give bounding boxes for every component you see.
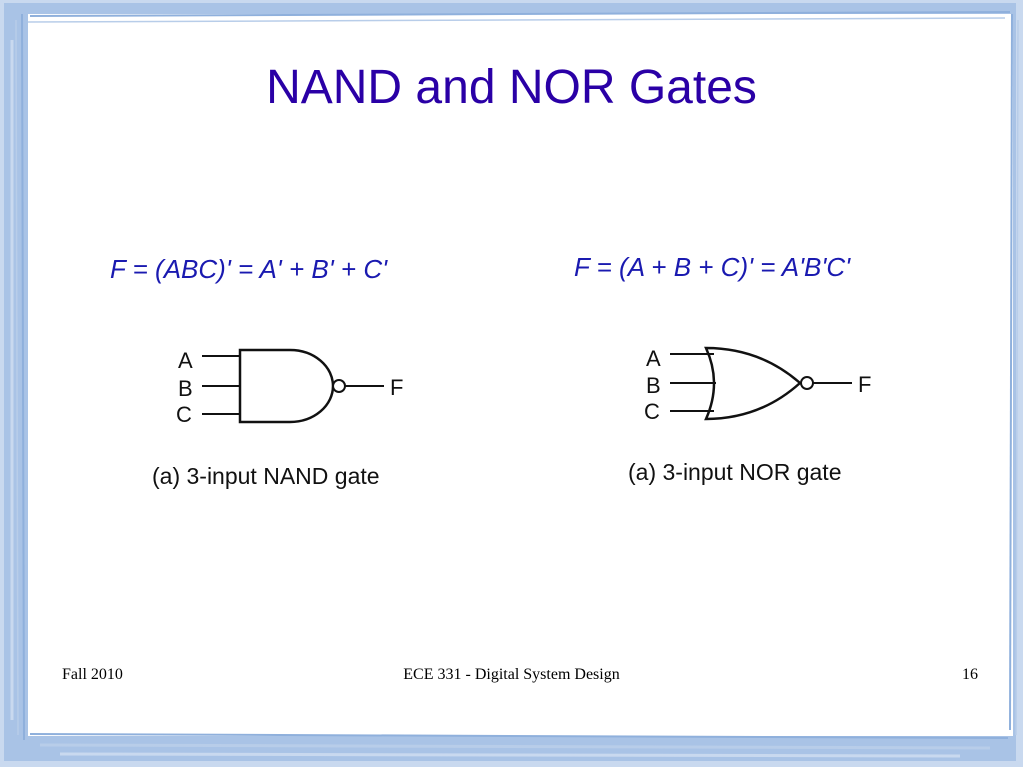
slide-title: NAND and NOR Gates <box>266 61 757 114</box>
nand-gate-body <box>238 348 335 424</box>
nor-output-label: F <box>858 372 871 397</box>
nor-input-c-label: C <box>644 399 660 424</box>
nand-input-c-label: C <box>176 402 192 427</box>
nand-output-label: F <box>390 375 403 400</box>
footer-date: Fall 2010 <box>62 666 123 683</box>
nor-input-a-label: A <box>646 346 661 371</box>
nand-input-b-label: B <box>178 376 193 401</box>
nor-input-b-label: B <box>646 373 661 398</box>
nor-formula: F = (A + B + C)' = A'B'C' <box>574 252 851 282</box>
footer-page-number: 16 <box>962 666 978 683</box>
nand-formula: F = (ABC)' = A' + B' + C' <box>110 254 388 284</box>
nor-caption: (a) 3-input NOR gate <box>628 459 841 485</box>
nor-gate-diagram: A B C F (a) 3-input NOR gate <box>628 346 871 485</box>
nor-inversion-bubble <box>800 376 814 390</box>
nand-caption: (a) 3-input NAND gate <box>152 463 380 489</box>
footer-course: ECE 331 - Digital System Design <box>403 666 620 683</box>
nor-gate-body <box>704 346 802 421</box>
nand-input-a-label: A <box>178 348 193 373</box>
nand-gate-diagram: A B C F (a) 3-input NAND gate <box>152 348 403 489</box>
nand-inversion-bubble <box>332 379 346 393</box>
